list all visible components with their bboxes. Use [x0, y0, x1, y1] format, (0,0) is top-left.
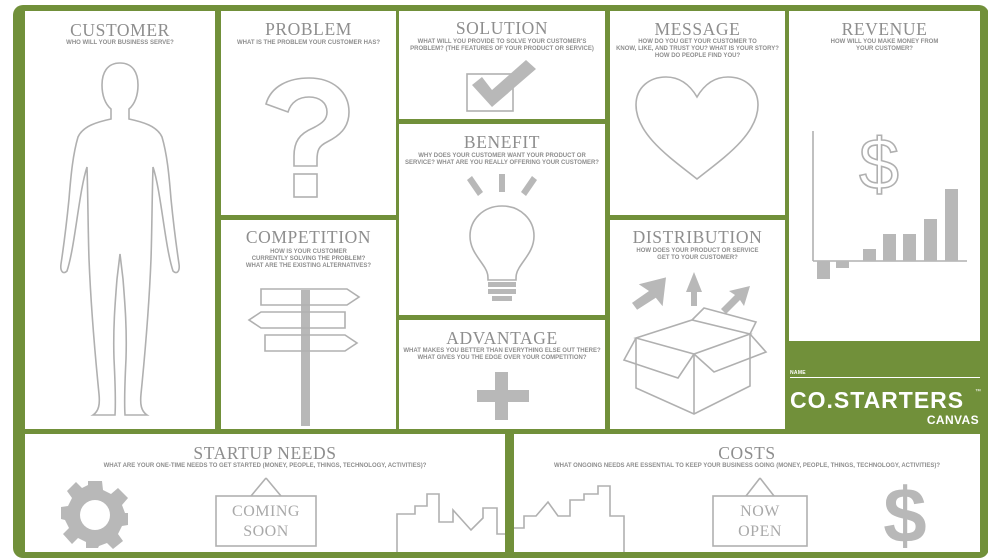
brand-block: NAME CO.STARTERS ™ CANVAS — [788, 344, 981, 429]
sign-line-1: COMING — [232, 503, 300, 520]
benefit-title: BENEFIT — [463, 132, 541, 152]
sign-icon: COMING SOON — [215, 477, 317, 547]
problem-subtitle: WHAT IS THE PROBLEM YOUR CUSTOMER HAS? — [236, 40, 380, 46]
distribution-section: DISTRIBUTION HOW DOES YOUR PRODUCT OR SE… — [610, 220, 785, 429]
name-line[interactable] — [790, 377, 980, 378]
problem-section: PROBLEM WHAT IS THE PROBLEM YOUR CUSTOME… — [221, 11, 396, 215]
open-box-icon — [622, 272, 768, 415]
customer-subtitle: WHO WILL YOUR BUSINESS SERVE? — [66, 40, 174, 46]
costs-subtitle: WHAT ONGOING NEEDS ARE ESSENTIAL TO KEEP… — [553, 463, 941, 469]
solution-section: SOLUTION WHAT WILL YOU PROVIDE TO SOLVE … — [399, 11, 605, 119]
sign-line-2: SOON — [243, 523, 289, 540]
svg-text:$: $ — [859, 125, 899, 205]
message-title: MESSAGE — [654, 19, 741, 39]
advantage-section: ADVANTAGE WHAT MAKES YOU BETTER THAN EVE… — [399, 320, 605, 429]
competition-title: COMPETITION — [245, 227, 372, 247]
competition-section: COMPETITION HOW IS YOUR CUSTOMER CURRENT… — [221, 220, 396, 429]
plus-icon — [477, 372, 529, 420]
distribution-title: DISTRIBUTION — [632, 227, 763, 247]
question-mark-icon — [265, 77, 350, 198]
solution-title: SOLUTION — [455, 18, 549, 38]
svg-text:$: $ — [883, 471, 926, 552]
message-subtitle: HOW DO YOU GET YOUR CUSTOMER TO KNOW, LI… — [616, 39, 779, 60]
costs-title: COSTS — [718, 443, 776, 463]
revenue-title: REVENUE — [841, 19, 928, 39]
skyline-icon — [514, 485, 625, 552]
startup-needs-section: STARTUP NEEDS WHAT ARE YOUR ONE-TIME NEE… — [25, 434, 505, 552]
brand-canvas-label: CANVAS — [926, 413, 979, 427]
benefit-section: BENEFIT WHY DOES YOUR CUSTOMER WANT YOUR… — [399, 124, 605, 315]
problem-title: PROBLEM — [265, 19, 352, 39]
lightbulb-icon — [467, 174, 537, 301]
name-label: NAME — [790, 370, 806, 376]
advantage-title: ADVANTAGE — [446, 328, 558, 348]
benefit-subtitle: WHY DOES YOUR CUSTOMER WANT YOUR PRODUCT… — [405, 153, 599, 167]
advantage-subtitle: WHAT MAKES YOU BETTER THAN EVERYTHING EL… — [403, 348, 601, 362]
sign-icon: NOW OPEN — [712, 477, 808, 547]
startup-needs-title: STARTUP NEEDS — [193, 443, 337, 463]
dollar-icon: $ — [883, 471, 926, 552]
distribution-subtitle: HOW DOES YOUR PRODUCT OR SERVICE GET TO … — [636, 248, 759, 262]
competition-subtitle: HOW IS YOUR CUSTOMER CURRENTLY SOLVING T… — [245, 249, 372, 270]
heart-icon — [635, 76, 759, 181]
sign-line-2: OPEN — [738, 523, 782, 540]
message-section: MESSAGE HOW DO YOU GET YOUR CUSTOMER TO … — [610, 11, 785, 215]
trademark-mark: ™ — [975, 389, 981, 395]
gear-icon — [61, 481, 128, 549]
revenue-section: REVENUE HOW WILL YOU MAKE MONEY FROM YOU… — [789, 11, 980, 341]
sign-line-1: NOW — [740, 503, 780, 520]
signpost-icon — [247, 288, 361, 426]
customer-section: CUSTOMER WHO WILL YOUR BUSINESS SERVE? — [25, 11, 215, 429]
person-silhouette-icon — [60, 62, 180, 416]
revenue-subtitle: HOW WILL YOU MAKE MONEY FROM YOUR CUSTOM… — [830, 39, 939, 53]
customer-title: CUSTOMER — [70, 20, 170, 40]
costs-section: COSTS WHAT ONGOING NEEDS ARE ESSENTIAL T… — [514, 434, 980, 552]
skyline-icon — [396, 493, 505, 552]
solution-subtitle: WHAT WILL YOU PROVIDE TO SOLVE YOUR CUST… — [410, 39, 594, 53]
startup-needs-subtitle: WHAT ARE YOUR ONE-TIME NEEDS TO GET STAR… — [103, 463, 427, 469]
checkbox-icon — [466, 60, 536, 112]
brand-logo: CO.STARTERS — [790, 387, 965, 413]
dollar-bar-chart-icon: $ — [812, 124, 967, 279]
